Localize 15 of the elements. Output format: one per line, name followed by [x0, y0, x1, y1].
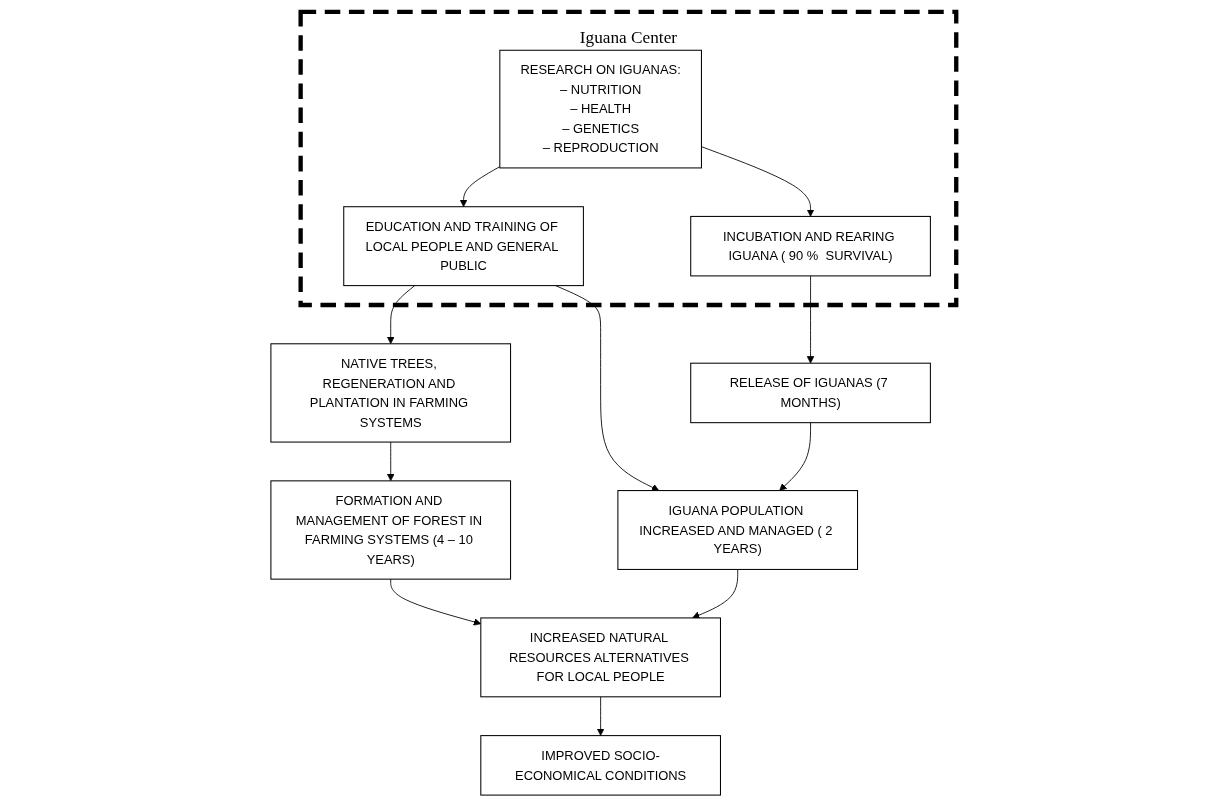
node-label: – HEALTH — [570, 101, 631, 116]
process-box: INCREASED NATURAL RESOURCES ALTERNATIVES FOR LOCAL PEOPLE — [480, 617, 721, 698]
group-title: Iguana Center — [579, 27, 677, 47]
process-box: IGUANA POPULATION INCREASED AND MANAGED ( 2 YEARS) — [617, 490, 858, 570]
process-box: IMPROVED SOCIO-ECONOMICAL CONDITIONS — [480, 735, 721, 796]
node-label: – REPRODUCTION — [542, 139, 659, 155]
process-box: RESEARCH ON IGUANAS: – NUTRITION – HEALTH – GENETICS – REPRODUCTION — [499, 49, 702, 169]
process-box: EDUCATION AND TRAINING OF LOCAL PEOPLE AND GENERAL PUBLIC — [343, 206, 584, 287]
node-label: RESEARCH ON IGUANAS: — [520, 62, 681, 77]
node-label: – GENETICS — [562, 120, 639, 136]
node-label: – NUTRITION — [559, 81, 642, 97]
process-box: INCUBATION AND REARING IGUANA ( 90 % SURVIVAL) — [690, 215, 931, 277]
process-box: NATIVE TREES, REGENERATION AND PLANTATION IN FARMING SYSTEMS — [270, 343, 511, 443]
process-box: FORMATION AND MANAGEMENT OF FOREST IN FARMING SYSTEMS (4 – 10 YEARS) — [270, 480, 511, 580]
process-box: RELEASE OF IGUANAS (7 MONTHS) — [690, 362, 931, 424]
